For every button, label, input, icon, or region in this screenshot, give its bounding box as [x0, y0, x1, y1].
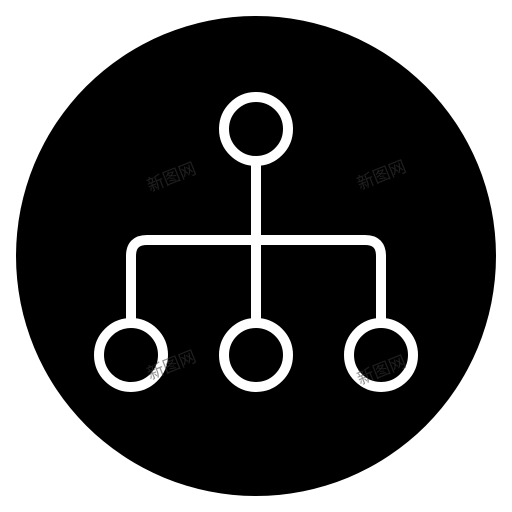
child-node-left-icon [94, 318, 168, 392]
child-node-center-icon [219, 318, 293, 392]
child-node-right-icon [344, 318, 418, 392]
org-chart-glyph [94, 92, 418, 392]
branch-connector [126, 235, 386, 327]
